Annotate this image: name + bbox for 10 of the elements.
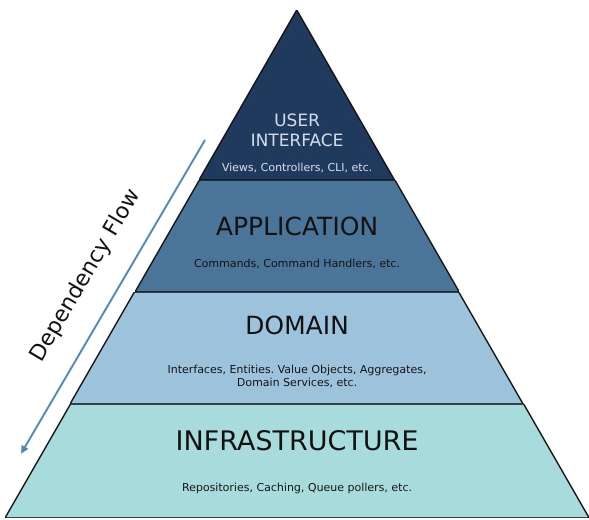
layer-description: Commands, Command Handlers, etc.	[193, 258, 401, 271]
layer-description: Views, Controllers, CLI, etc.	[220, 162, 374, 175]
layer-description: Repositories, Caching, Queue pollers, etc.	[180, 482, 414, 495]
layer-title: USER INTERFACE	[250, 112, 344, 152]
layer-title: DOMAIN	[244, 312, 350, 341]
layer-title: INFRASTRUCTURE	[174, 426, 420, 458]
layer-description: Interfaces, Entities. Value Objects, Aggregates, Domain Services, etc.	[166, 364, 428, 390]
pyramid-layer	[199, 10, 395, 180]
layer-title: APPLICATION	[214, 213, 380, 242]
pyramid-layer	[4, 404, 589, 518]
